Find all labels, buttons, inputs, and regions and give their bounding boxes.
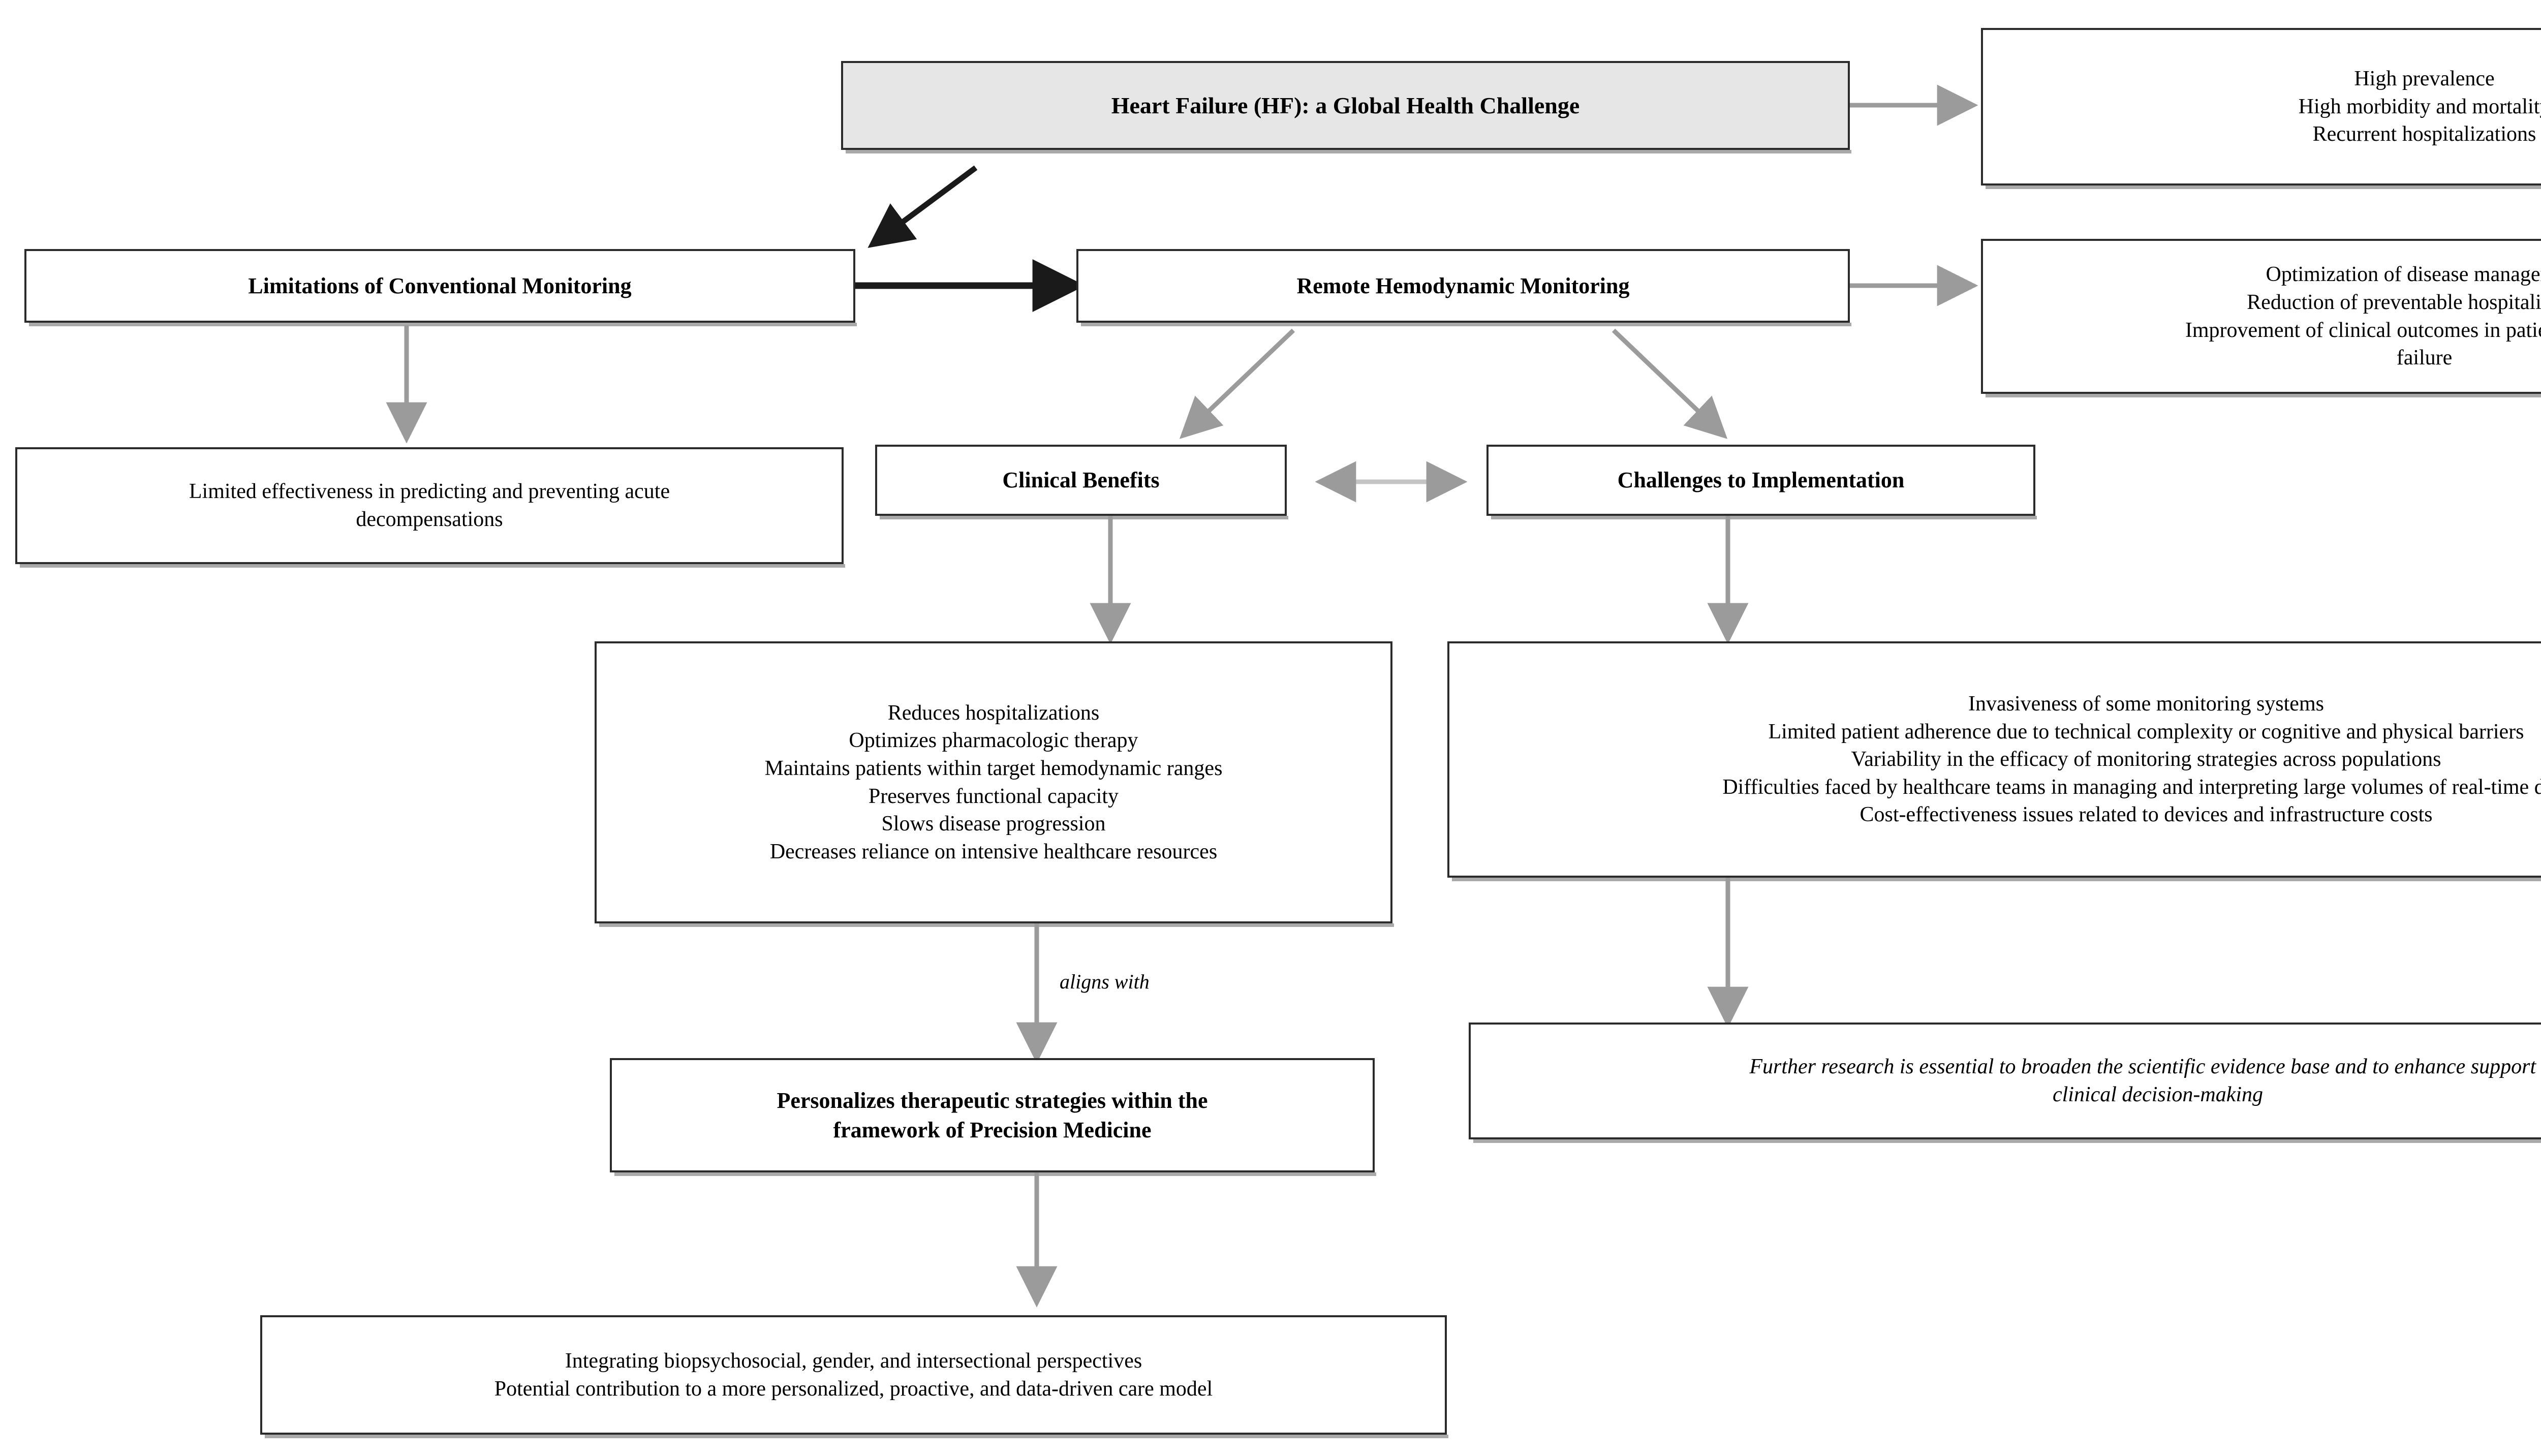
arrow-title-to-conventional bbox=[867, 165, 978, 248]
remote-outcome-line: Reduction of preventable hospitalization… bbox=[2247, 290, 2541, 314]
arrow-remote-to-benefits bbox=[1179, 328, 1295, 439]
node-heart-failure-title-label: Heart Failure (HF): a Global Health Chal… bbox=[1111, 92, 1580, 118]
arrow-remote-to-challenges bbox=[1612, 328, 1728, 439]
node-remote-monitoring-outcomes-lines: Optimization of disease management Reduc… bbox=[1994, 261, 2541, 371]
node-heart-failure-title[interactable]: Heart Failure (HF): a Global Health Chal… bbox=[841, 61, 1851, 153]
node-hf-consequences-lines: High prevalence High morbidity and morta… bbox=[1994, 65, 2541, 148]
node-challenges-to-implementation[interactable]: Challenges to Implementation bbox=[1486, 445, 2037, 519]
node-hf-consequences[interactable]: High prevalence High morbidity and morta… bbox=[1981, 28, 2541, 189]
node-precision-medicine-lines: Personalizes therapeutic strategies with… bbox=[623, 1086, 1361, 1144]
challenge-line: Variability in the efficacy of monitorin… bbox=[1851, 748, 2441, 771]
node-remote-monitoring-outcomes[interactable]: Optimization of disease management Reduc… bbox=[1981, 239, 2541, 397]
node-challenges-to-implementation-label: Challenges to Implementation bbox=[1617, 468, 1905, 493]
node-care-model-lines: Integrating biopsychosocial, gender, and… bbox=[273, 1347, 1434, 1403]
care-model-line: Integrating biopsychosocial, gender, and… bbox=[565, 1349, 1142, 1373]
node-challenges-detail[interactable]: Invasiveness of some monitoring systems … bbox=[1447, 641, 2541, 881]
benefit-line: Slows disease progression bbox=[881, 812, 1106, 836]
node-limitations-conventional-monitoring-label: Limitations of Conventional Monitoring bbox=[248, 273, 632, 298]
benefit-line: Maintains patients within target hemodyn… bbox=[764, 756, 1223, 780]
benefit-line: Reduces hospitalizations bbox=[887, 701, 1100, 725]
challenge-line: Difficulties faced by healthcare teams i… bbox=[1722, 775, 2541, 799]
hf-consequence-line: High morbidity and mortality bbox=[2298, 95, 2541, 118]
edge-label-aligns-with: aligns with bbox=[1060, 970, 1150, 994]
remote-outcome-line: Optimization of disease management bbox=[2266, 263, 2541, 287]
node-precision-medicine[interactable]: Personalizes therapeutic strategies with… bbox=[610, 1058, 1376, 1176]
node-care-model[interactable]: Integrating biopsychosocial, gender, and… bbox=[260, 1315, 1448, 1438]
node-remote-hemodynamic-monitoring-label: Remote Hemodynamic Monitoring bbox=[1296, 273, 1630, 298]
node-challenges-detail-lines: Invasiveness of some monitoring systems … bbox=[1461, 690, 2541, 829]
benefit-line: Preserves functional capacity bbox=[868, 784, 1119, 808]
node-clinical-benefits-detail[interactable]: Reduces hospitalizations Optimizes pharm… bbox=[595, 641, 1394, 927]
hf-consequence-line: Recurrent hospitalizations bbox=[2312, 122, 2536, 146]
challenge-line: Invasiveness of some monitoring systems bbox=[1968, 692, 2324, 716]
hf-consequence-line: High prevalence bbox=[2354, 67, 2495, 91]
node-conventional-monitoring-limitation-detail[interactable]: Limited effectiveness in predicting and … bbox=[15, 447, 845, 568]
node-further-research[interactable]: Further research is essential to broaden… bbox=[1469, 1023, 2541, 1143]
node-clinical-benefits[interactable]: Clinical Benefits bbox=[875, 445, 1288, 519]
care-model-line: Potential contribution to a more persona… bbox=[494, 1377, 1213, 1401]
node-limitations-conventional-monitoring[interactable]: Limitations of Conventional Monitoring bbox=[24, 249, 857, 326]
precision-medicine-line: Personalizes therapeutic strategies with… bbox=[777, 1088, 1208, 1113]
node-clinical-benefits-label: Clinical Benefits bbox=[1002, 468, 1160, 493]
node-further-research-lines: Further research is essential to broaden… bbox=[1482, 1053, 2541, 1108]
further-research-line: Further research is essential to broaden… bbox=[1749, 1055, 2541, 1079]
edge-label-aligns-with-text: aligns with bbox=[1060, 970, 1150, 993]
node-remote-hemodynamic-monitoring[interactable]: Remote Hemodynamic Monitoring bbox=[1076, 249, 1851, 326]
challenge-line: Cost-effectiveness issues related to dev… bbox=[1860, 803, 2433, 827]
limitation-line: decompensations bbox=[356, 508, 503, 531]
node-clinical-benefits-detail-lines: Reduces hospitalizations Optimizes pharm… bbox=[608, 699, 1379, 866]
benefit-line: Decreases reliance on intensive healthca… bbox=[769, 840, 1218, 863]
precision-medicine-line: framework of Precision Medicine bbox=[833, 1117, 1152, 1142]
node-conventional-monitoring-limitation-lines: Limited effectiveness in predicting and … bbox=[28, 478, 830, 533]
remote-outcome-line: Improvement of clinical outcomes in pati… bbox=[2185, 318, 2541, 342]
limitation-line: Limited effectiveness in predicting and … bbox=[189, 480, 670, 504]
challenge-line: Limited patient adherence due to technic… bbox=[1768, 720, 2524, 744]
benefit-line: Optimizes pharmacologic therapy bbox=[849, 729, 1138, 753]
further-research-line: clinical decision-making bbox=[2052, 1083, 2264, 1106]
remote-outcome-line: failure bbox=[2396, 346, 2453, 370]
